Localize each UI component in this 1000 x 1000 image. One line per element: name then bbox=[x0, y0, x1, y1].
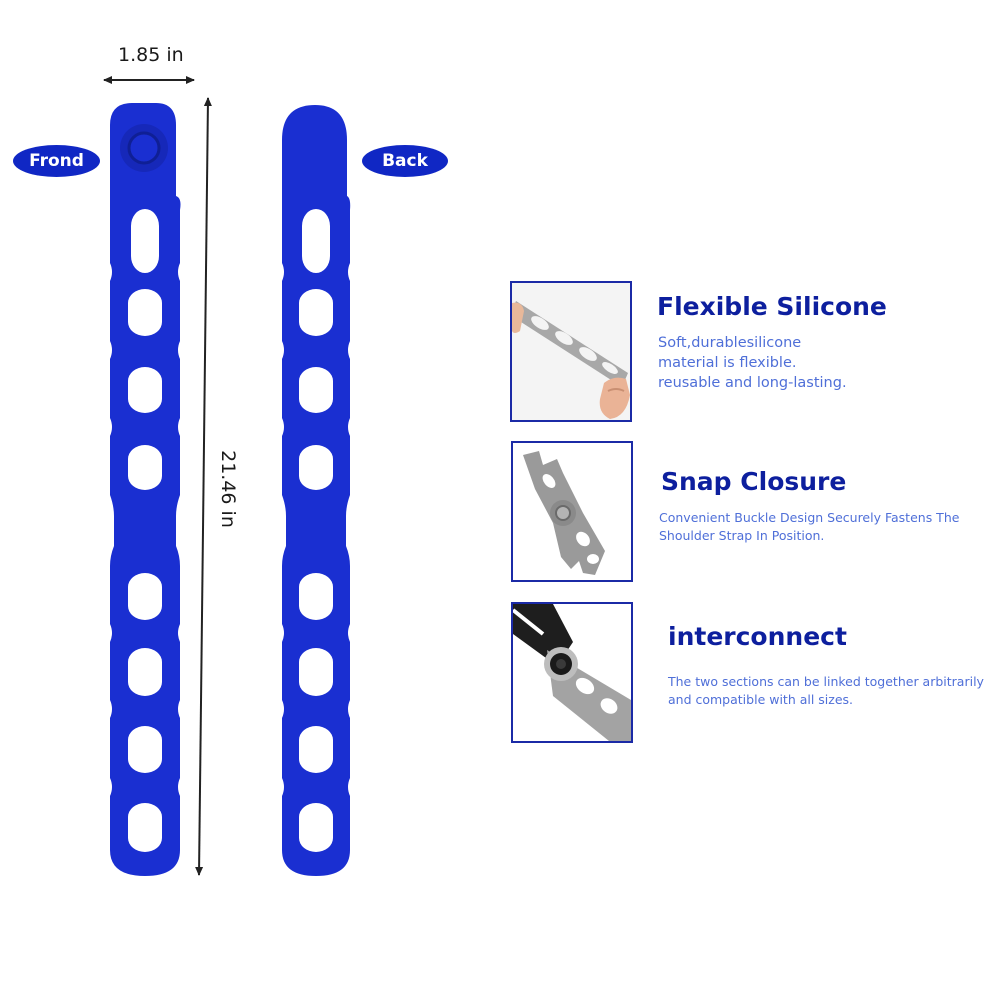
flexible-silicone-image bbox=[510, 281, 632, 422]
desc-line: reusable and long-lasting. bbox=[658, 375, 847, 391]
width-dimension-label: 1.85 in bbox=[118, 44, 184, 66]
back-strap bbox=[282, 105, 351, 876]
feature-title-interconnect: interconnect bbox=[668, 622, 847, 651]
desc-line: and compatible with all sizes. bbox=[668, 692, 854, 707]
snap-closure-image bbox=[511, 441, 633, 582]
feature-desc-flexible-silicone: Soft,durablesilicone material is flexibl… bbox=[658, 333, 847, 393]
feature-title-snap-closure: Snap Closure bbox=[661, 467, 847, 496]
length-dimension-label: 21.46 in bbox=[217, 450, 239, 528]
desc-line: material is flexible. bbox=[658, 355, 797, 371]
length-dimension-line bbox=[195, 97, 212, 876]
front-label-badge: Frond bbox=[13, 145, 100, 177]
desc-line: Shoulder Strap In Position. bbox=[659, 528, 825, 543]
feature-title-flexible-silicone: Flexible Silicone bbox=[657, 292, 887, 321]
front-strap bbox=[110, 103, 181, 876]
desc-line: The two sections can be linked together … bbox=[668, 674, 984, 689]
desc-line: Soft,durablesilicone bbox=[658, 335, 802, 351]
feature-desc-snap-closure: Convenient Buckle Design Securely Fasten… bbox=[659, 509, 959, 545]
interconnect-image bbox=[511, 602, 633, 743]
back-label-badge: Back bbox=[362, 145, 448, 177]
feature-desc-interconnect: The two sections can be linked together … bbox=[668, 673, 984, 709]
desc-line: Convenient Buckle Design Securely Fasten… bbox=[659, 510, 960, 525]
